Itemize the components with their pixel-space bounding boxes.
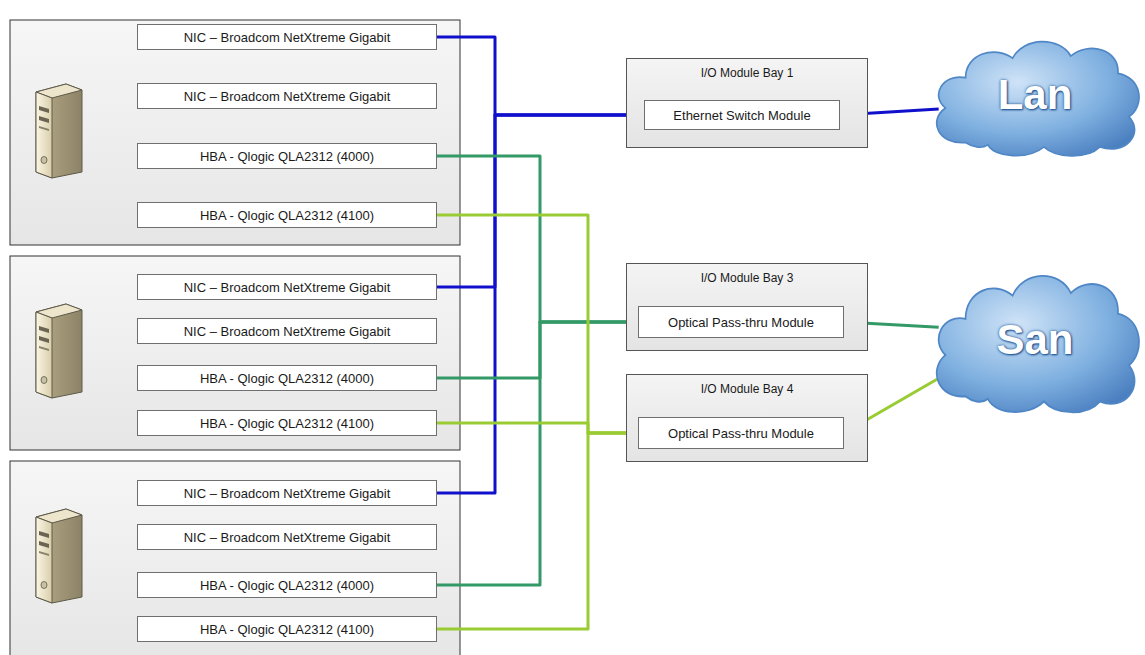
server-icon — [36, 304, 82, 398]
adapter-label: HBA - Qlogic QLA2312 (4000) — [200, 149, 374, 164]
adapter-box: NIC – Broadcom NetXtreme Gigabit — [137, 480, 437, 506]
module-bay: I/O Module Bay 3 Optical Pass-thru Module — [626, 263, 868, 351]
adapter-label: Optical Pass-thru Module — [668, 426, 814, 441]
bay-title: I/O Module Bay 4 — [627, 382, 867, 396]
adapter-box: HBA - Qlogic QLA2312 (4000) — [137, 572, 437, 598]
adapter-box: Ethernet Switch Module — [644, 100, 840, 130]
adapter-label: HBA - Qlogic QLA2312 (4000) — [200, 371, 374, 386]
cable-line — [437, 322, 638, 585]
adapter-box: HBA - Qlogic QLA2312 (4100) — [137, 202, 437, 228]
module-bay: I/O Module Bay 4 Optical Pass-thru Module — [626, 374, 868, 462]
adapter-box: NIC – Broadcom NetXtreme Gigabit — [137, 318, 437, 344]
bay-title: I/O Module Bay 1 — [627, 66, 867, 80]
adapter-label: HBA - Qlogic QLA2312 (4100) — [200, 416, 374, 431]
bay-title: I/O Module Bay 3 — [627, 271, 867, 285]
server-icon — [36, 84, 82, 178]
network-cloud: San — [923, 262, 1145, 417]
adapter-box: HBA - Qlogic QLA2312 (4000) — [137, 143, 437, 169]
adapter-label: HBA - Qlogic QLA2312 (4100) — [200, 208, 374, 223]
adapter-label: HBA - Qlogic QLA2312 (4000) — [200, 578, 374, 593]
adapter-box: NIC – Broadcom NetXtreme Gigabit — [137, 83, 437, 109]
cable-line — [437, 215, 638, 433]
adapter-box: NIC – Broadcom NetXtreme Gigabit — [137, 24, 437, 50]
server-icon — [36, 509, 82, 603]
adapter-label: NIC – Broadcom NetXtreme Gigabit — [184, 30, 391, 45]
adapter-label: Optical Pass-thru Module — [668, 315, 814, 330]
adapter-box: HBA - Qlogic QLA2312 (4100) — [137, 410, 437, 436]
network-cloud: Lan — [923, 30, 1145, 160]
adapter-label: NIC – Broadcom NetXtreme Gigabit — [184, 280, 391, 295]
adapter-box: NIC – Broadcom NetXtreme Gigabit — [137, 524, 437, 550]
module-bay: I/O Module Bay 1 Ethernet Switch Module — [626, 58, 868, 148]
network-name: Lan — [923, 71, 1145, 119]
adapter-label: HBA - Qlogic QLA2312 (4100) — [200, 622, 374, 637]
server-panel — [10, 20, 460, 245]
adapter-label: Ethernet Switch Module — [673, 108, 810, 123]
adapter-label: NIC – Broadcom NetXtreme Gigabit — [184, 486, 391, 501]
server-panel — [10, 461, 460, 655]
adapter-box: NIC – Broadcom NetXtreme Gigabit — [137, 274, 437, 300]
adapter-box: HBA - Qlogic QLA2312 (4000) — [137, 365, 437, 391]
adapter-label: NIC – Broadcom NetXtreme Gigabit — [184, 324, 391, 339]
cable-line — [437, 156, 638, 322]
cable-line — [437, 433, 638, 629]
server-panel — [10, 256, 460, 450]
adapter-box: Optical Pass-thru Module — [638, 417, 844, 449]
cable-line — [437, 322, 638, 378]
adapter-box: HBA - Qlogic QLA2312 (4100) — [137, 616, 437, 642]
adapter-label: NIC – Broadcom NetXtreme Gigabit — [184, 89, 391, 104]
adapter-box: Optical Pass-thru Module — [638, 306, 844, 338]
network-name: San — [923, 316, 1145, 364]
cable-line — [437, 37, 644, 115]
adapter-label: NIC – Broadcom NetXtreme Gigabit — [184, 530, 391, 545]
